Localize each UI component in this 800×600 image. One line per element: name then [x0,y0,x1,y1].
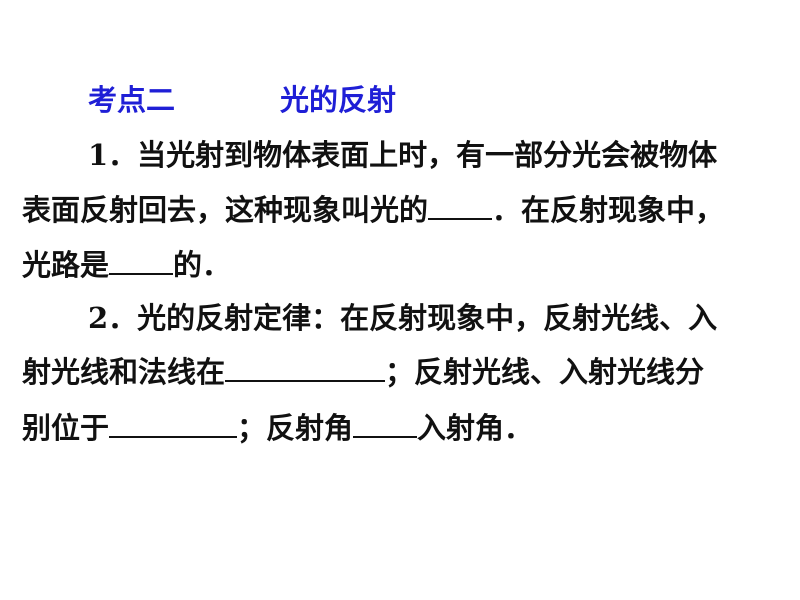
item2-line1: 2．光的反射定律：在反射现象中，反射光线、入 [88,301,718,335]
item2-text: 射光线和法线在 [22,355,226,389]
item1-line3: 光路是 的． [22,247,231,283]
blank-reversible [109,247,174,275]
blank-equal [353,410,418,438]
heading-label: 考点二 [88,83,176,117]
item1-text: 光路是 [22,248,110,282]
section-heading: 考点二 [88,82,175,118]
item1-text: 表面反射回去，这种现象叫光的 [22,193,429,227]
item2-text: ；反射角 [237,411,354,445]
item2-line2: 射光线和法线在 ；反射光线、入射光线分 [22,354,704,390]
item2-text: 入射角． [417,411,534,445]
blank-same-plane [225,354,386,382]
item2-text: ；反射光线、入射光线分 [385,355,705,389]
item1-line1: 1．当光射到物体表面上时，有一部分光会被物体 [88,138,718,172]
item1-line2: 表面反射回去，这种现象叫光的 ．在反射现象中， [22,192,724,228]
item2-line3: 别位于 ；反射角 入射角． [22,410,533,446]
item1-text: ．在反射现象中， [492,193,725,227]
blank-reflection [428,192,493,220]
blank-sides [109,410,238,438]
heading-topic: 光的反射 [280,83,397,117]
item1-text: 的． [173,248,232,282]
item2-text: 别位于 [22,411,110,445]
section-topic: 光的反射 [280,82,396,118]
